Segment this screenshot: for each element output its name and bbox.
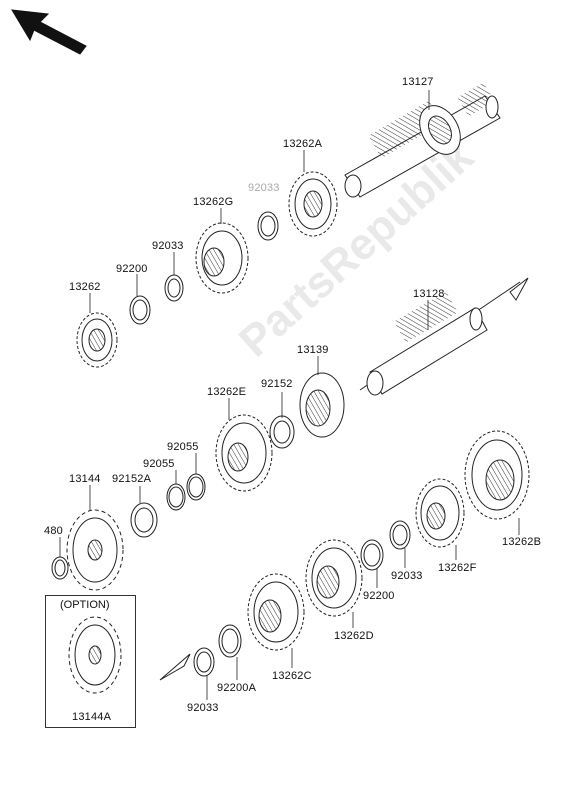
washer-92200-b: [360, 539, 384, 571]
option-box: [45, 595, 136, 728]
gear-13262B: [464, 430, 530, 520]
part-label-92033-c: 92033: [187, 702, 219, 714]
part-label-92200-a: 92200: [116, 263, 148, 275]
part-label-92055-a: 92055: [167, 441, 199, 453]
bushing-92152A: [130, 502, 158, 538]
part-label-92152: 92152: [261, 378, 293, 390]
part-label-13144A: 13144A: [72, 711, 112, 723]
part-label-480: 480: [44, 525, 63, 537]
part-label-92033-a: 92033: [152, 240, 184, 252]
gear-13262F: [415, 478, 465, 548]
sprocket-13144: [66, 509, 124, 591]
bushing-92152: [269, 415, 295, 449]
part-label-13144: 13144: [69, 473, 101, 485]
gear-13262C: [247, 573, 305, 651]
gear-13262G: [195, 222, 249, 294]
gear-13262D: [305, 539, 363, 617]
sprocket-13144A: [68, 616, 122, 694]
ring-92055-a: [186, 473, 206, 501]
option-title: (OPTION): [60, 599, 110, 611]
part-label-13127: 13127: [402, 76, 434, 88]
counter-shaft: [359, 277, 529, 396]
gear-13262: [76, 312, 118, 368]
main-shaft: [344, 82, 501, 198]
washer-92200-a: [129, 295, 151, 325]
part-label-13262B: 13262B: [502, 536, 542, 548]
part-label-13262A: 13262A: [283, 138, 323, 150]
circlip-92033-a: [164, 274, 184, 302]
part-label-13262D: 13262D: [334, 630, 374, 642]
part-label-13262F: 13262F: [438, 562, 477, 574]
gear-13139: [299, 372, 345, 438]
part-label-13262: 13262: [69, 281, 101, 293]
direction-arrow-icon: [11, 9, 87, 55]
gear-13262E: [215, 414, 273, 492]
part-label-92152A: 92152A: [112, 473, 152, 485]
circlip-92033-b: [389, 520, 411, 550]
part-label-92033-b: 92033: [391, 570, 423, 582]
part-label-92033-faint: 92033: [248, 182, 280, 194]
leader-lines: [59, 90, 520, 700]
axis-arrow-icon: [159, 653, 191, 681]
part-label-13262E: 13262E: [207, 386, 247, 398]
part-label-13262G: 13262G: [193, 196, 234, 208]
washer-92200A: [218, 624, 242, 658]
circlip-92033-c: [193, 647, 215, 677]
part-label-92055-b: 92055: [143, 458, 175, 470]
circlip-480: [51, 556, 69, 580]
part-label-92200A: 92200A: [217, 682, 257, 694]
part-label-92200-b: 92200: [363, 590, 395, 602]
part-label-13139: 13139: [297, 344, 329, 356]
ring-92055-b: [166, 483, 186, 511]
circlip-92033-upper: [257, 211, 279, 241]
gear-13262A: [288, 171, 338, 237]
part-label-13262C: 13262C: [272, 670, 312, 682]
part-label-13128: 13128: [413, 288, 445, 300]
